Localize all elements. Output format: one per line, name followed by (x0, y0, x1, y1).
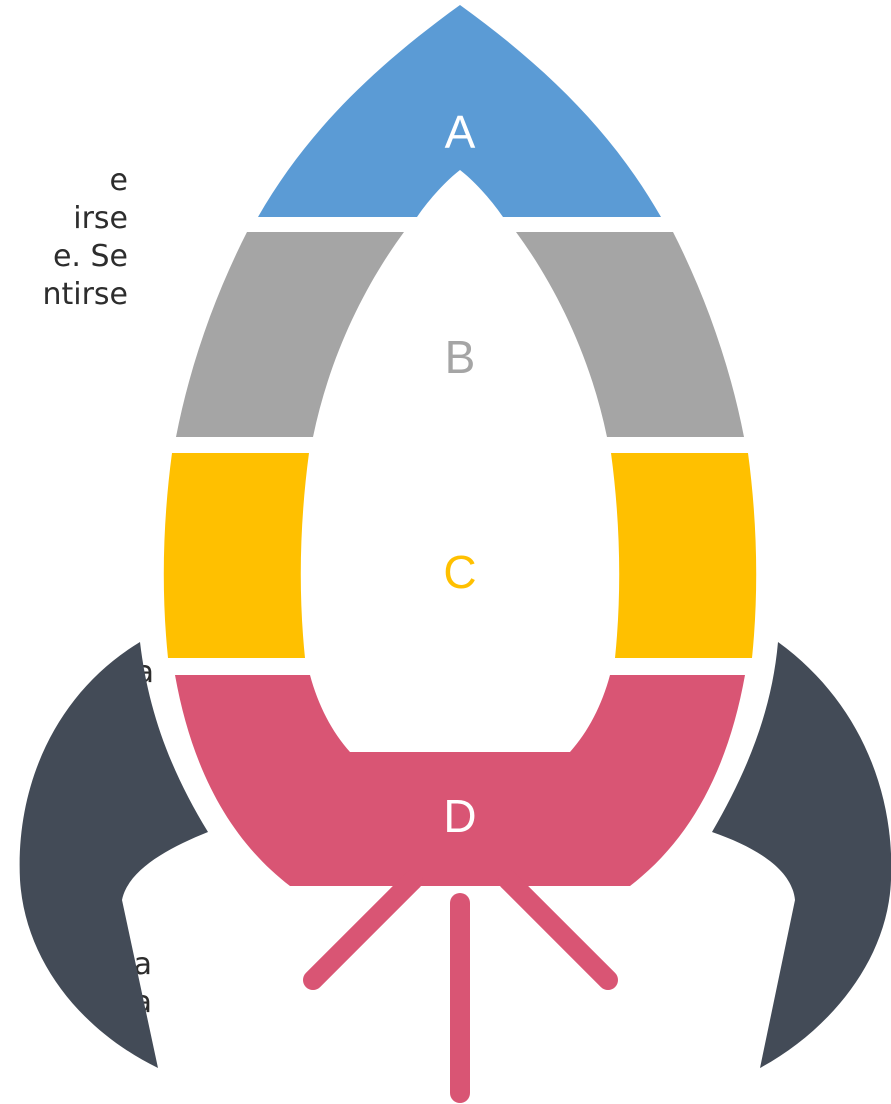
text-line: e (109, 163, 128, 198)
segment-b-label: B (445, 331, 476, 383)
segment-b (176, 232, 744, 437)
exhaust-left (303, 870, 423, 990)
text-line: irse (73, 201, 128, 236)
segment-d-label: D (443, 790, 476, 842)
exhaust (303, 870, 618, 1103)
segment-d (175, 675, 745, 886)
text-line: ntirse (42, 277, 128, 312)
segment-a (258, 5, 661, 217)
segment-c (163, 453, 757, 658)
left-fin (19, 642, 208, 1068)
exhaust-right (498, 870, 618, 990)
right-fin (712, 642, 891, 1068)
segment-a-label: A (445, 106, 476, 158)
segment-c-label: C (443, 546, 476, 598)
text-fragment-top: e irse e. Se ntirse (0, 162, 128, 314)
text-line: e. Se (52, 239, 128, 274)
